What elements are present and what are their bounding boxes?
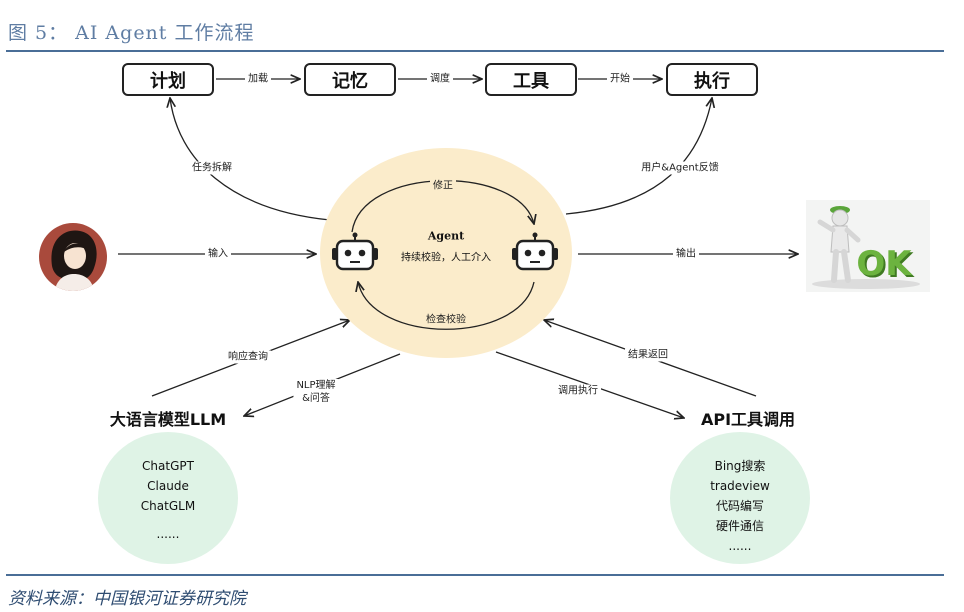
label-respond: 响应查询	[225, 350, 271, 364]
api-item: 硬件通信	[715, 519, 764, 533]
api-item: 代码编写	[715, 499, 764, 513]
source-note: 资料来源：中国银河证券研究院	[8, 589, 246, 609]
memory-box: 记忆	[304, 63, 396, 96]
arrow-task-split	[170, 98, 331, 221]
label-schedule: 调度	[427, 72, 453, 86]
llm-item: ......	[156, 527, 180, 541]
label-check: 检查校验	[423, 313, 469, 327]
api-item: ......	[728, 539, 752, 553]
label-load: 加载	[245, 72, 271, 86]
llm-list: ChatGPT Claude ChatGLM ......	[98, 456, 238, 544]
arrow-feedback	[565, 98, 712, 215]
llm-item: ChatGPT	[142, 459, 194, 473]
execute-box: 执行	[666, 63, 758, 96]
llm-heading: 大语言模型LLM	[109, 410, 227, 429]
top-rule	[6, 50, 944, 52]
label-call: 调用执行	[555, 384, 601, 398]
llm-item: Claude	[147, 479, 189, 493]
label-nlp: NLP理解 &问答	[293, 379, 339, 405]
agent-subtitle: 持续校验，人工介入	[401, 252, 491, 264]
figure-title: 图 5： AI Agent 工作流程	[8, 22, 255, 44]
label-start: 开始	[607, 72, 633, 86]
api-item: tradeview	[710, 479, 770, 493]
label-fix: 修正	[430, 179, 456, 193]
api-heading: API工具调用	[700, 410, 796, 429]
label-result-return: 结果返回	[625, 348, 671, 362]
user-avatar-icon	[39, 223, 107, 291]
tools-box: 工具	[485, 63, 577, 96]
llm-circle	[98, 432, 238, 564]
plan-box: 计划	[122, 63, 214, 96]
robot-icon-right	[512, 232, 558, 271]
label-output: 输出	[673, 247, 699, 261]
api-item: Bing搜索	[714, 459, 766, 473]
robot-icon-left	[332, 232, 378, 271]
llm-item: ChatGLM	[140, 499, 196, 513]
ok-sign: OK	[856, 244, 912, 284]
label-task-split: 任务拆解	[189, 161, 235, 175]
api-list: Bing搜索 tradeview 代码编写 硬件通信 ......	[670, 456, 810, 556]
ok-figure-icon	[806, 200, 930, 292]
label-input: 输入	[205, 247, 231, 261]
label-user-feedback: 用户&Agent反馈	[638, 161, 722, 175]
bottom-rule	[6, 574, 944, 576]
api-circle	[670, 432, 810, 564]
agent-title: Agent	[427, 229, 465, 243]
